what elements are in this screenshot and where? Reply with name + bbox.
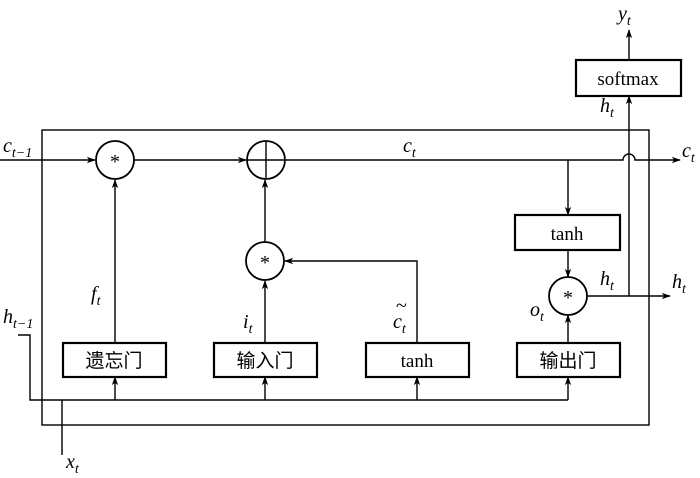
tanh-cell-box: tanh	[513, 213, 622, 252]
label-c-tilde: ~ ct	[393, 295, 407, 337]
softmax-box: softmax	[574, 58, 683, 98]
label-h-t-mid: ht	[600, 268, 615, 294]
cell-boundary	[41, 129, 650, 426]
svg-text:ct: ct	[393, 311, 407, 337]
svg-text:tanh: tanh	[401, 351, 434, 372]
label-o-t: ot	[530, 299, 545, 325]
label-f-t: ft	[91, 283, 102, 309]
output-multiply-node: *	[548, 276, 588, 316]
svg-text:*: *	[110, 151, 120, 173]
output-gate-box: 输出门	[515, 341, 622, 379]
input-gate-box: 输入门	[212, 341, 319, 379]
label-h-prev: ht−1	[3, 306, 33, 332]
svg-text:输入门: 输入门	[236, 350, 293, 372]
label-y-t: yt	[616, 3, 632, 29]
svg-text:softmax: softmax	[597, 69, 659, 90]
input-multiply-node: *	[245, 241, 285, 281]
svg-text:遗忘门: 遗忘门	[85, 350, 142, 372]
svg-text:输出门: 输出门	[539, 350, 596, 372]
label-i-t: it	[243, 311, 254, 337]
svg-text:~: ~	[396, 295, 407, 317]
tanh-candidate-box: tanh	[364, 341, 471, 379]
svg-text:tanh: tanh	[551, 224, 584, 245]
forget-gate-box: 遗忘门	[61, 341, 168, 379]
label-h-t-top: ht	[600, 95, 615, 121]
label-c-prev: ct−1	[3, 135, 32, 161]
label-c-t-mid: ct	[403, 135, 417, 161]
cell-sum-node	[246, 140, 286, 180]
forget-multiply-node: *	[95, 140, 135, 180]
svg-text:*: *	[260, 252, 270, 274]
label-x-t: xt	[65, 451, 80, 477]
label-h-t-out: ht	[672, 271, 687, 297]
connections	[0, 29, 681, 455]
label-c-t-out: ct	[682, 140, 696, 166]
svg-text:*: *	[563, 287, 573, 309]
